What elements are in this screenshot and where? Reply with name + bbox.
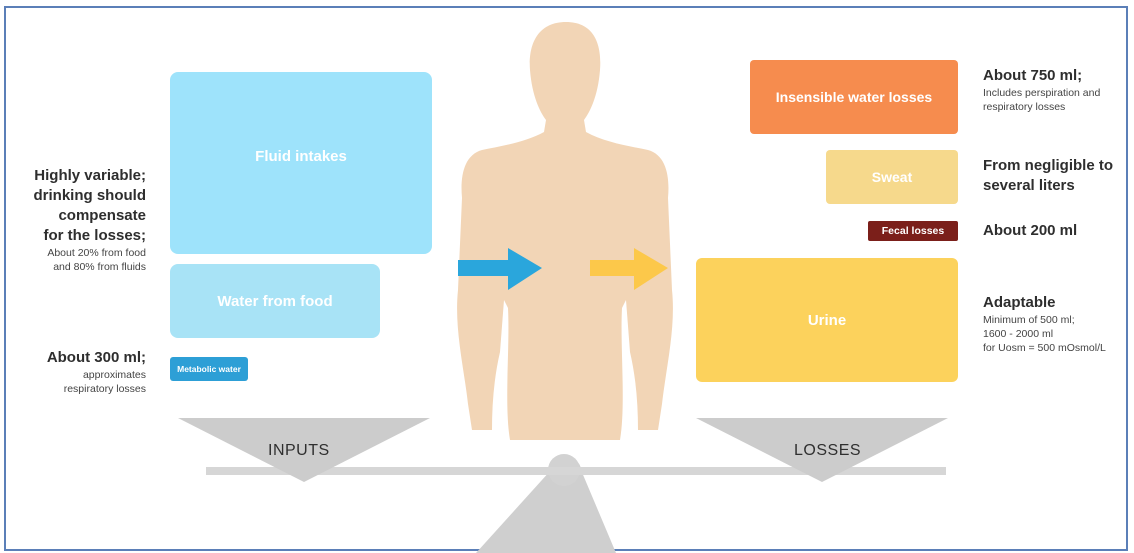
metabolic-note-sub-2: respiratory losses: [12, 382, 146, 396]
fecal-note-head: About 200 ml: [983, 221, 1123, 241]
insensible-note: About 750 ml; Includes perspiration and …: [983, 66, 1123, 114]
fluid-note-line-1: Highly variable;: [12, 166, 146, 186]
metabolic-note-sub-1: approximates: [12, 368, 146, 382]
urine-box: Urine: [696, 258, 958, 382]
fluid-intakes-label: Fluid intakes: [255, 148, 347, 165]
figure-frame: Fluid intakes Water from food Metabolic …: [4, 6, 1128, 551]
losses-label: LOSSES: [794, 442, 861, 460]
insensible-note-head: About 750 ml;: [983, 66, 1123, 86]
insensible-losses-box: Insensible water losses: [750, 60, 958, 134]
fluid-note-sub-2: and 80% from fluids: [12, 260, 146, 274]
fluid-note-line-3: compensate: [12, 206, 146, 226]
fluid-note-line-4: for the losses;: [12, 226, 146, 246]
insensible-note-sub-1: Includes perspiration and: [983, 86, 1123, 100]
urine-note-sub-2: 1600 - 2000 ml: [983, 327, 1128, 341]
fluid-intakes-box: Fluid intakes: [170, 72, 432, 254]
urine-note: Adaptable Minimum of 500 ml; 1600 - 2000…: [983, 293, 1128, 355]
metabolic-water-note: About 300 ml; approximates respiratory l…: [12, 348, 146, 396]
water-from-food-label: Water from food: [217, 293, 332, 310]
fluid-note-line-2: drinking should: [12, 186, 146, 206]
urine-note-sub-1: Minimum of 500 ml;: [983, 313, 1128, 327]
fluid-intake-note: Highly variable; drinking should compens…: [12, 166, 146, 274]
urine-label: Urine: [808, 312, 846, 329]
metabolic-note-head: About 300 ml;: [12, 348, 146, 368]
metabolic-water-label: Metabolic water: [177, 364, 241, 374]
fecal-losses-box: Fecal losses: [868, 221, 958, 241]
sweat-label: Sweat: [872, 169, 912, 185]
inputs-label: INPUTS: [268, 442, 330, 460]
sweat-note: From negligible to several liters: [983, 156, 1128, 196]
urine-note-sub-3: for Uosm = 500 mOsmol/L: [983, 341, 1128, 355]
insensible-losses-label: Insensible water losses: [776, 89, 932, 105]
metabolic-water-box: Metabolic water: [170, 357, 248, 381]
fluid-note-sub-1: About 20% from food: [12, 246, 146, 260]
sweat-note-line-1: From negligible to: [983, 156, 1128, 176]
urine-note-head: Adaptable: [983, 293, 1128, 313]
sweat-box: Sweat: [826, 150, 958, 204]
water-from-food-box: Water from food: [170, 264, 380, 338]
sweat-note-line-2: several liters: [983, 176, 1128, 196]
body-silhouette: [457, 22, 673, 440]
fecal-losses-label: Fecal losses: [882, 225, 944, 237]
fecal-note: About 200 ml: [983, 221, 1123, 241]
insensible-note-sub-2: respiratory losses: [983, 100, 1123, 114]
